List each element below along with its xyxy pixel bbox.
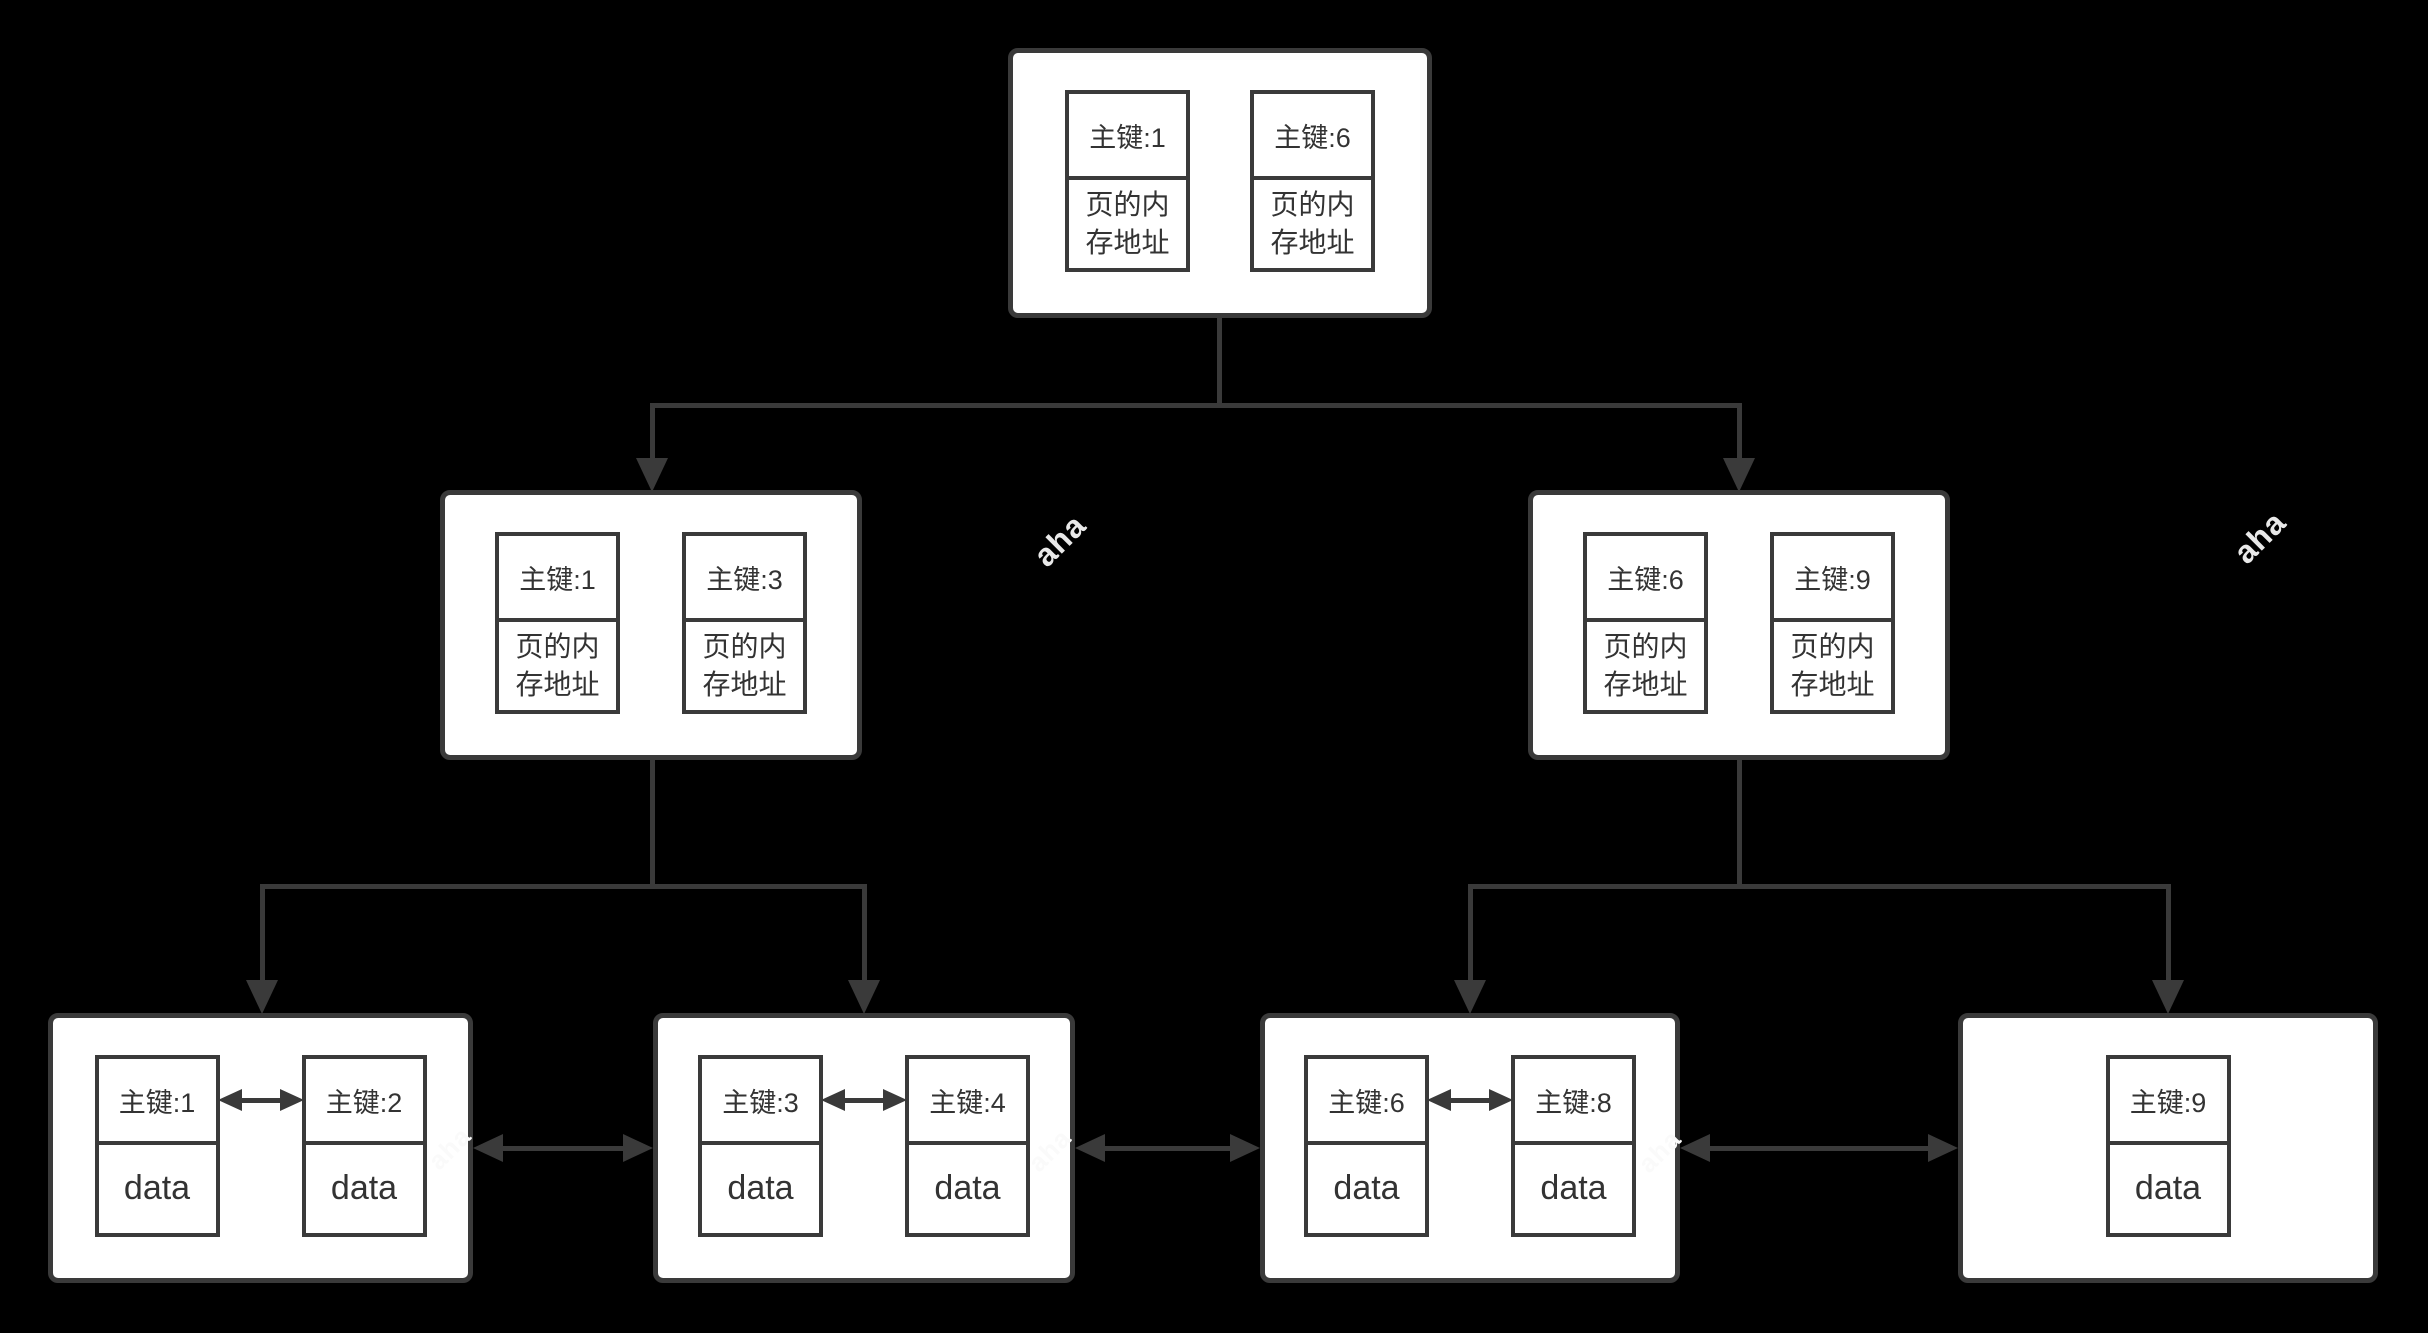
data-label: data <box>698 1145 823 1237</box>
arrow-right-head <box>883 1089 907 1111</box>
record-entry: 主键:6 data <box>1304 1055 1429 1237</box>
record-link-arrow <box>217 1089 304 1111</box>
arrow-line <box>1451 1097 1489 1103</box>
arrow-line <box>845 1097 883 1103</box>
data-label: data <box>2105 1145 2231 1237</box>
arrow-left-head <box>1427 1089 1451 1111</box>
primary-key-label: 主键:9 <box>1770 532 1895 622</box>
page-address-label: 页的内 存地址 <box>1065 180 1190 272</box>
record-link-arrow <box>821 1089 907 1111</box>
arrowhead-internal-left <box>636 458 668 492</box>
root-page-node: 主键:1 页的内 存地址 主键:6 页的内 存地址 <box>1008 48 1432 318</box>
arrow-right-head <box>1230 1134 1260 1162</box>
watermark-text: aha <box>2226 503 2294 571</box>
arrow-left-head <box>821 1089 845 1111</box>
arrow-right-head <box>1928 1134 1958 1162</box>
data-label: data <box>1304 1145 1429 1237</box>
record-entry: 主键:3 data <box>698 1055 823 1237</box>
arrow-line <box>1710 1145 1928 1151</box>
arrow-right-head <box>1489 1089 1513 1111</box>
page-address-label: 页的内 存地址 <box>495 622 620 714</box>
leaf-sibling-link-3-4 <box>1680 1134 1958 1162</box>
primary-key-label: 主键:4 <box>905 1055 1030 1145</box>
index-entry: 主键:1 页的内 存地址 <box>1065 90 1190 272</box>
connector-drop-internal-left <box>650 403 655 461</box>
leaf-page-4-node: 主键:9 data <box>1958 1013 2378 1283</box>
connector-level2-left-rail <box>260 884 865 889</box>
arrow-line <box>241 1097 280 1103</box>
index-entry: 主键:6 页的内 存地址 <box>1250 90 1375 272</box>
connector-drop-leaf2 <box>862 884 867 980</box>
arrowhead-leaf2 <box>848 980 880 1014</box>
record-entry: 主键:4 data <box>905 1055 1030 1237</box>
primary-key-label: 主键:1 <box>94 1055 220 1145</box>
page-address-label: 页的内 存地址 <box>682 622 807 714</box>
page-address-label: 页的内 存地址 <box>1583 622 1708 714</box>
connector-drop-leaf3 <box>1468 884 1473 980</box>
arrowhead-leaf4 <box>2152 980 2184 1014</box>
arrow-left-head <box>217 1089 242 1111</box>
data-label: data <box>94 1145 220 1237</box>
primary-key-label: 主键:8 <box>1511 1055 1636 1145</box>
leaf-page-2-node: 主键:3 data 主键:4 data <box>653 1013 1075 1283</box>
arrow-right-head <box>279 1089 304 1111</box>
leaf-page-3-node: 主键:6 data 主键:8 data <box>1260 1013 1680 1283</box>
arrowhead-internal-right <box>1723 458 1755 492</box>
record-entry: 主键:2 data <box>301 1055 427 1237</box>
arrowhead-leaf1 <box>246 980 278 1014</box>
data-label: data <box>1511 1145 1636 1237</box>
connector-internal-right-stem <box>1737 758 1742 886</box>
leaf-sibling-link-1-2 <box>473 1134 653 1162</box>
watermark-text: aha <box>1026 506 1094 574</box>
arrowhead-leaf3 <box>1454 980 1486 1014</box>
arrow-line <box>1105 1145 1230 1151</box>
connector-drop-internal-right <box>1737 403 1742 461</box>
record-entry: 主键:8 data <box>1511 1055 1636 1237</box>
arrow-left-head <box>473 1134 503 1162</box>
page-address-label: 页的内 存地址 <box>1250 180 1375 272</box>
data-label: data <box>905 1145 1030 1237</box>
index-entry: 主键:3 页的内 存地址 <box>682 532 807 714</box>
primary-key-label: 主键:3 <box>698 1055 823 1145</box>
index-entry: 主键:6 页的内 存地址 <box>1583 532 1708 714</box>
index-entry: 主键:9 页的内 存地址 <box>1770 532 1895 714</box>
primary-key-label: 主键:6 <box>1250 90 1375 180</box>
primary-key-label: 主键:6 <box>1304 1055 1429 1145</box>
arrow-left-head <box>1680 1134 1710 1162</box>
connector-drop-leaf4 <box>2166 884 2171 980</box>
primary-key-label: 主键:6 <box>1583 532 1708 622</box>
arrow-right-head <box>623 1134 653 1162</box>
connector-drop-leaf1 <box>260 884 265 980</box>
primary-key-label: 主键:2 <box>301 1055 427 1145</box>
connector-internal-left-stem <box>650 758 655 886</box>
primary-key-label: 主键:1 <box>495 532 620 622</box>
arrow-line <box>503 1145 623 1151</box>
connector-level1-rail <box>650 403 1742 408</box>
data-label: data <box>301 1145 427 1237</box>
internal-page-left-node: 主键:1 页的内 存地址 主键:3 页的内 存地址 <box>440 490 862 760</box>
connector-level2-right-rail <box>1468 884 2171 889</box>
internal-page-right-node: 主键:6 页的内 存地址 主键:9 页的内 存地址 <box>1528 490 1950 760</box>
arrow-left-head <box>1075 1134 1105 1162</box>
primary-key-label: 主键:3 <box>682 532 807 622</box>
leaf-sibling-link-2-3 <box>1075 1134 1260 1162</box>
record-link-arrow <box>1427 1089 1513 1111</box>
primary-key-label: 主键:1 <box>1065 90 1190 180</box>
leaf-page-1-node: 主键:1 data 主键:2 data <box>48 1013 473 1283</box>
connector-root-stem <box>1217 315 1222 406</box>
primary-key-label: 主键:9 <box>2105 1055 2231 1145</box>
index-entry: 主键:1 页的内 存地址 <box>495 532 620 714</box>
page-address-label: 页的内 存地址 <box>1770 622 1895 714</box>
record-entry: 主键:1 data <box>94 1055 220 1237</box>
record-entry: 主键:9 data <box>2105 1055 2231 1237</box>
